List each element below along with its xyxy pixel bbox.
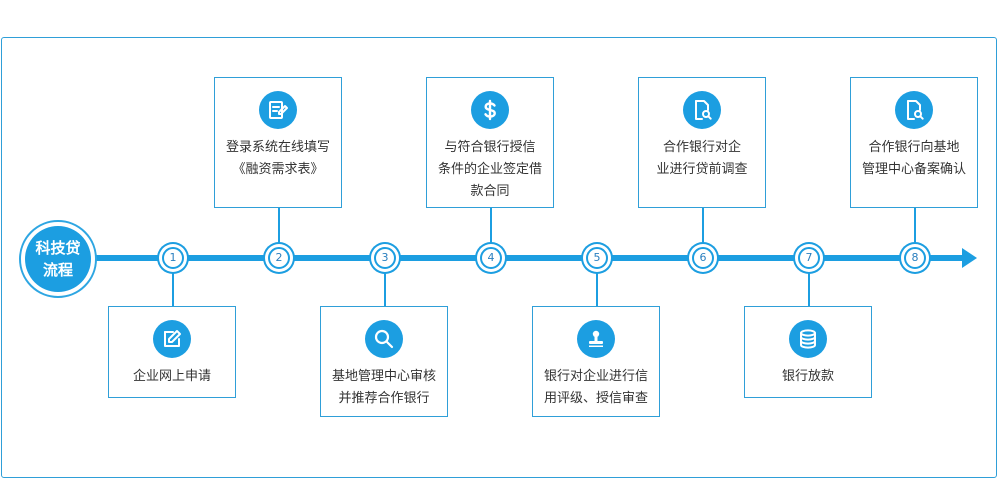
connector-2 (278, 208, 280, 246)
step-label-8: 合作银行向基地 管理中心备案确认 (861, 140, 966, 177)
connector-6 (702, 208, 704, 246)
step-card-4: 与符合银行授信 条件的企业签定借 款合同 (426, 77, 554, 208)
connector-5 (596, 268, 598, 306)
step-node-3: 3 (374, 247, 396, 269)
step-node-6: 6 (692, 247, 714, 269)
connector-7 (808, 268, 810, 306)
step-label-6: 合作银行对企 业进行贷前调查 (656, 140, 748, 177)
connector-3 (384, 268, 386, 306)
step-card-7: 银行放款 (744, 306, 872, 398)
flow-frame (1, 37, 997, 478)
step-node-4: 4 (480, 247, 502, 269)
connector-4 (490, 208, 492, 246)
start-badge: 科技贷 流程 (19, 220, 97, 298)
step-label-1: 企业网上申请 (132, 369, 211, 384)
step-card-3: 基地管理中心审核 并推荐合作银行 (320, 306, 448, 417)
search-icon (365, 320, 403, 358)
step-label-2: 登录系统在线填写 《融资需求表》 (225, 140, 330, 177)
step-card-2: 登录系统在线填写 《融资需求表》 (214, 77, 342, 208)
form-icon (259, 91, 297, 129)
step-node-7: 7 (798, 247, 820, 269)
step-card-8: 合作银行向基地 管理中心备案确认 (850, 77, 978, 208)
stamp-icon (577, 320, 615, 358)
step-card-6: 合作银行对企 业进行贷前调查 (638, 77, 766, 208)
timeline-arrow-icon (962, 248, 977, 268)
step-card-5: 银行对企业进行信 用评级、授信审查 (532, 306, 660, 417)
step-node-5: 5 (586, 247, 608, 269)
document-search-icon (895, 91, 933, 129)
start-badge-inner: 科技贷 流程 (25, 226, 91, 292)
connector-1 (172, 268, 174, 306)
step-node-2: 2 (268, 247, 290, 269)
step-card-1: 企业网上申请 (108, 306, 236, 398)
step-label-5: 银行对企业进行信 用评级、授信审查 (543, 369, 648, 406)
timeline-line (60, 255, 965, 261)
step-label-4: 与符合银行授信 条件的企业签定借 款合同 (437, 140, 542, 199)
connector-8 (914, 208, 916, 246)
dollar-icon (471, 91, 509, 129)
edit-icon (153, 320, 191, 358)
start-label-line1: 科技贷 (35, 239, 81, 257)
step-node-8: 8 (904, 247, 926, 269)
start-label-line2: 流程 (42, 261, 73, 279)
step-label-7: 银行放款 (781, 369, 834, 384)
step-label-3: 基地管理中心审核 并推荐合作银行 (331, 369, 436, 406)
document-search-icon (683, 91, 721, 129)
database-icon (789, 320, 827, 358)
step-node-1: 1 (162, 247, 184, 269)
